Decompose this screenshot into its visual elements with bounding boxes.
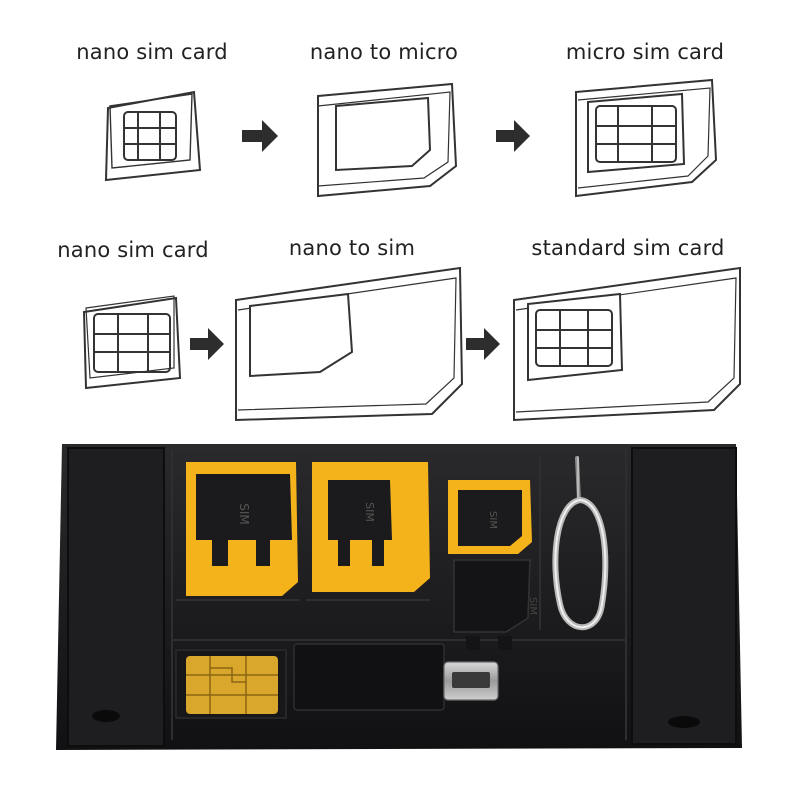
label-micro-sim-card: micro sim card — [565, 40, 725, 64]
nano-to-micro-adapter-drawing — [317, 82, 458, 198]
nano-to-sim-adapter-drawing — [235, 266, 464, 422]
standard-sim-card-drawing — [513, 266, 741, 422]
tray-hole-right — [668, 716, 700, 728]
label-nano-to-micro: nano to micro — [309, 40, 459, 64]
adapter-2-marking: SIM — [363, 502, 376, 522]
sim-ejector-pin — [552, 456, 609, 631]
adapter-3-marking: SIM — [487, 511, 498, 529]
label-nano-sim-card-top: nano sim card — [76, 40, 228, 64]
label-nano-sim-card-bottom: nano sim card — [57, 238, 209, 262]
arrow-icon — [242, 120, 278, 152]
yellow-adapter-3: SIM — [448, 480, 532, 554]
sim-card-reader: SIM — [175, 597, 538, 719]
arrow-icon — [190, 328, 224, 360]
adapter-1-marking: SIM — [237, 503, 251, 525]
reader-marking: SIM — [527, 597, 538, 615]
nano-sim-card-bottom-drawing — [82, 295, 182, 390]
arrow-icon — [466, 328, 500, 360]
yellow-adapter-1: SIM — [186, 462, 298, 596]
black-sim-holder — [453, 559, 531, 650]
arrow-icon — [496, 120, 530, 152]
yellow-adapter-2: SIM — [312, 462, 430, 592]
tray-hole-left — [92, 710, 120, 722]
label-standard-sim-card: standard sim card — [531, 236, 725, 260]
sim-contact-chip — [186, 656, 278, 714]
micro-sim-card-drawing — [575, 78, 718, 198]
label-nano-to-sim: nano to sim — [288, 236, 416, 260]
nano-sim-card-top-drawing — [104, 90, 202, 182]
